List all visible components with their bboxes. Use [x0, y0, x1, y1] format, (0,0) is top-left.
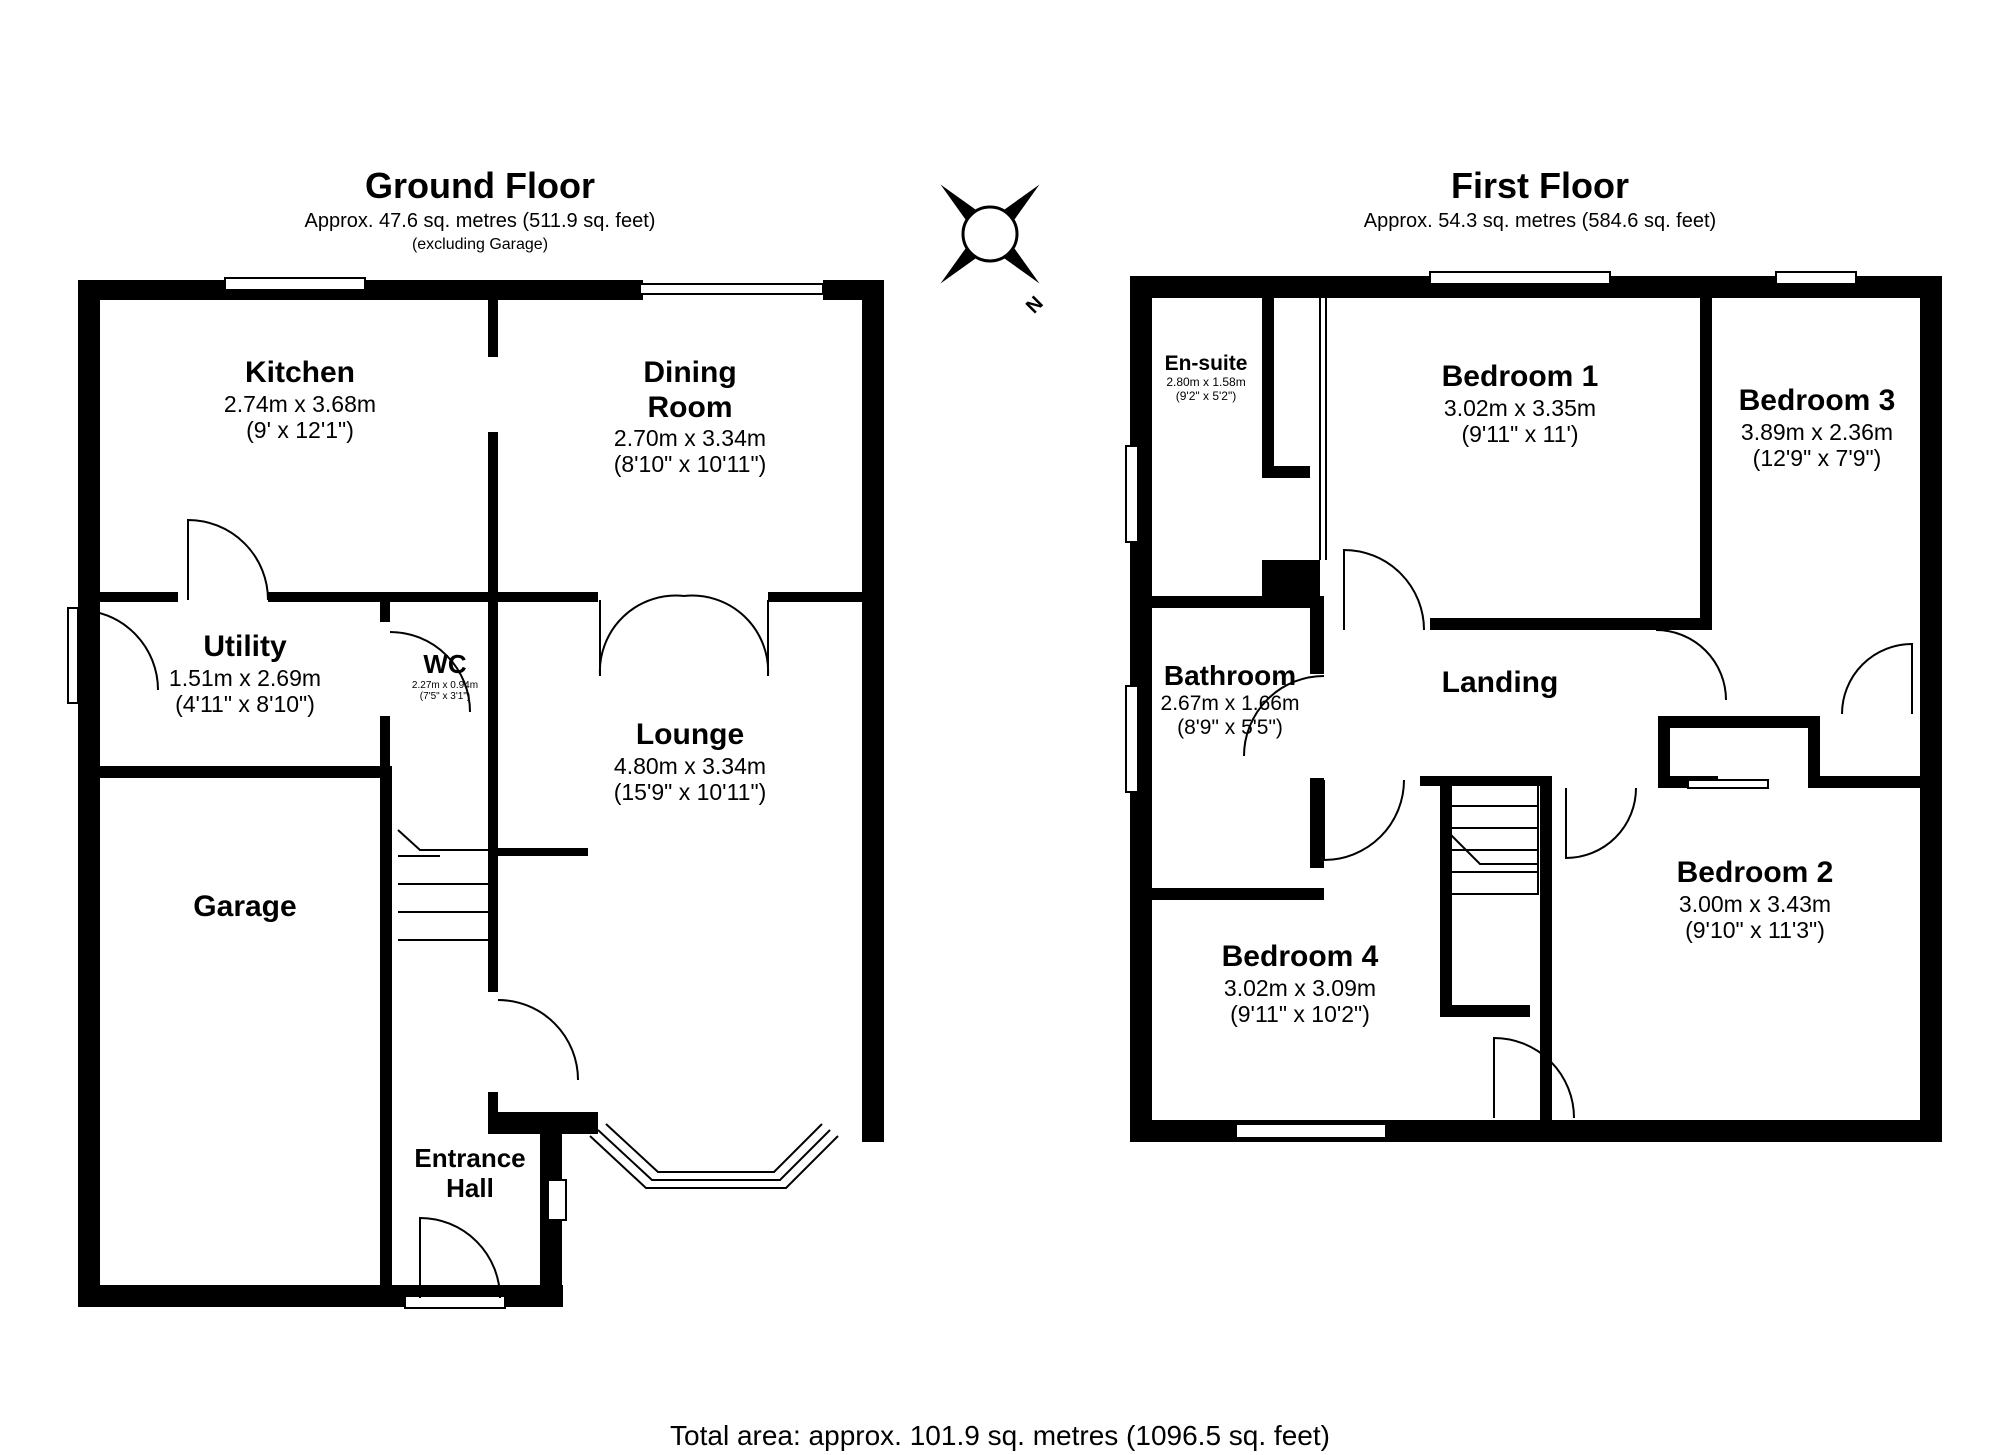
room-name: WC	[423, 649, 467, 679]
lounge-bay-window	[589, 1123, 839, 1189]
room-name: Bedroom 2	[1676, 856, 1834, 889]
room-name: Garage	[193, 890, 297, 923]
room-metric: 3.00m x 3.43m	[1678, 890, 1832, 917]
room-imperial: (7'5" x 3'1")	[419, 691, 471, 703]
room-metric: 2.27m x 0.94m	[411, 679, 479, 691]
ground-floor-title: Ground Floor	[365, 165, 595, 206]
room-metric: 1.51m x 2.69m	[168, 664, 322, 691]
ground-floor-stairs	[397, 829, 491, 960]
room-name: Dining	[643, 356, 737, 389]
ground-floor-doors	[77, 518, 770, 1299]
ground-floor-area: Approx. 47.6 sq. metres (511.9 sq. feet)	[304, 210, 656, 232]
compass-icon	[940, 184, 1040, 284]
room-metric: 2.74m x 3.68m	[223, 390, 377, 417]
room-metric: 3.02m x 3.09m	[1223, 974, 1377, 1001]
room-metric: 3.02m x 3.35m	[1443, 394, 1597, 421]
first-floor-stairs	[1445, 783, 1539, 895]
room-entrance-hall: Entrance Hall	[390, 1143, 550, 1204]
first-floor-windows	[1125, 271, 1857, 1139]
room-dining: Dining Room 2.70m x 3.34m (8'10" x 10'11…	[560, 356, 820, 478]
room-metric: 4.80m x 3.34m	[613, 752, 767, 779]
room-name-line2: Room	[647, 390, 733, 424]
room-metric: 2.67m x 1.66m	[1160, 692, 1300, 716]
room-bathroom: Bathroom 2.67m x 1.66m (8'9" x 5'5")	[1150, 660, 1310, 740]
room-imperial: (9'11" x 11')	[1461, 420, 1579, 447]
room-name-line2: Hall	[446, 1172, 494, 1203]
ground-floor-note: (excluding Garage)	[411, 236, 549, 253]
room-name: Kitchen	[244, 356, 355, 389]
room-wc: WC 2.27m x 0.94m (7'5" x 3'1")	[390, 649, 500, 703]
room-name: En-suite	[1164, 352, 1248, 375]
room-name: Entrance	[414, 1143, 526, 1173]
room-name: Lounge	[635, 718, 745, 751]
room-imperial: (9' x 12'1")	[246, 416, 354, 443]
ground-floor-windows	[67, 277, 824, 1309]
room-name: Bedroom 1	[1441, 360, 1599, 393]
room-metric: 2.80m x 1.58m	[1166, 375, 1246, 390]
total-area: Total area: approx. 101.9 sq. metres (10…	[670, 1420, 1330, 1451]
room-imperial: (8'9" x 5'5")	[1177, 716, 1283, 740]
room-imperial: (15'9" x 10'11")	[613, 778, 767, 805]
room-imperial: (8'10" x 10'11")	[613, 451, 767, 478]
room-imperial: (9'2" x 5'2")	[1175, 388, 1237, 403]
room-imperial: (12'9" x 7'9")	[1752, 444, 1882, 471]
first-floor-area: Approx. 54.3 sq. metres (584.6 sq. feet)	[1363, 210, 1717, 232]
room-bedroom-2: Bedroom 2 3.00m x 3.43m (9'10" x 11'3")	[1620, 856, 1890, 943]
room-bedroom-1: Bedroom 1 3.02m x 3.35m (9'11" x 11')	[1390, 360, 1650, 447]
room-name: Bedroom 4	[1221, 940, 1379, 973]
room-bedroom-4: Bedroom 4 3.02m x 3.09m (9'11" x 10'2")	[1180, 940, 1420, 1027]
ground-floor-walls	[78, 280, 884, 1307]
room-name: Bathroom	[1163, 660, 1297, 691]
room-bedroom-3: Bedroom 3 3.89m x 2.36m (12'9" x 7'9")	[1714, 384, 1920, 471]
room-name: Landing	[1441, 666, 1559, 699]
room-metric: 2.70m x 3.34m	[613, 425, 767, 451]
first-floor-title: First Floor	[1451, 165, 1629, 206]
room-landing: Landing	[1400, 666, 1600, 701]
room-garage: Garage	[130, 890, 360, 925]
room-kitchen: Kitchen 2.74m x 3.68m (9' x 12'1")	[170, 356, 430, 443]
room-name: Bedroom 3	[1738, 384, 1896, 417]
room-utility: Utility 1.51m x 2.69m (4'11" x 8'10")	[130, 630, 360, 717]
first-floor-doors	[1243, 296, 1913, 1119]
room-imperial: (9'10" x 11'3")	[1685, 916, 1825, 943]
room-ensuite: En-suite 2.80m x 1.58m (9'2" x 5'2")	[1150, 352, 1262, 404]
room-metric: 3.89m x 2.36m	[1740, 418, 1894, 445]
room-name: Utility	[203, 630, 287, 663]
room-lounge: Lounge 4.80m x 3.34m (15'9" x 10'11")	[560, 718, 820, 805]
room-imperial: (4'11" x 8'10")	[175, 690, 315, 717]
room-imperial: (9'11" x 10'2")	[1230, 1000, 1370, 1027]
